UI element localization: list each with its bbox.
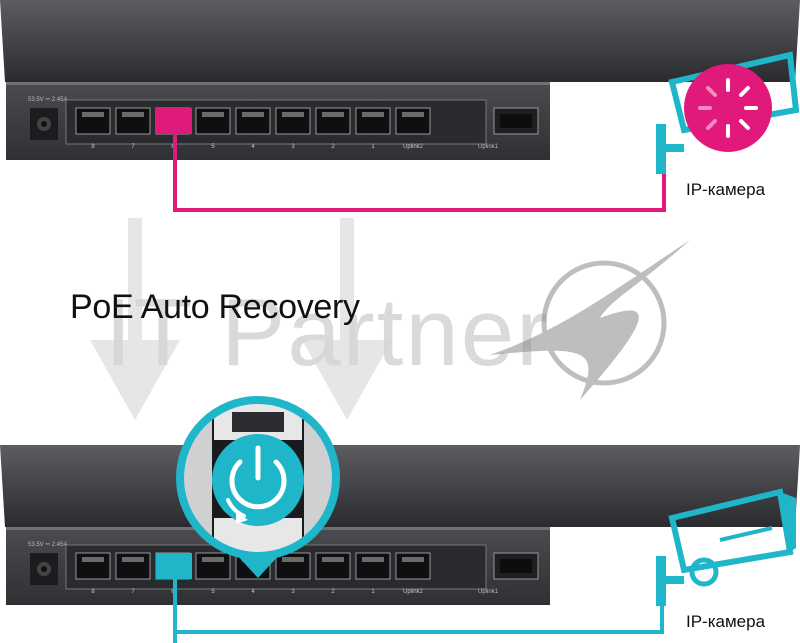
bottom-ports-port-label: Uplink2	[403, 589, 424, 595]
top-switch-lid	[0, 0, 800, 82]
top-power-label: 53.5V ⎓ 2.45A	[28, 97, 67, 103]
top-ports-port-pins	[82, 112, 104, 117]
bottom-ports-port-pins	[202, 557, 224, 562]
top-ports-port-label: 8	[91, 144, 95, 150]
bottom-ports-port-pins	[402, 557, 424, 562]
watermark-arrows	[90, 218, 392, 420]
watermark-logo	[490, 240, 690, 400]
top-camera-mount	[656, 124, 666, 174]
bottom-ports-rj45-port	[115, 552, 151, 580]
top-ports-rj45-port	[235, 107, 271, 135]
bottom-ports-port-label: 5	[211, 589, 215, 595]
bottom-ports-rj45-port	[355, 552, 391, 580]
top-ports-rj45-port	[195, 107, 231, 135]
top-ports-port-pins	[242, 112, 264, 117]
bottom-ports-rj45-port	[275, 552, 311, 580]
top-ports-port-pins	[282, 112, 304, 117]
bottom-ports-port-pins	[82, 557, 104, 562]
bottom-camera-label: IP-камера	[686, 612, 766, 631]
port-magnifier	[176, 396, 340, 578]
bottom-ports-port-label: 8	[91, 589, 95, 595]
top-uplink1-label: Uplink1	[478, 144, 499, 150]
bottom-ports-port-label: 2	[331, 589, 335, 595]
top-ports-port-pins	[122, 112, 144, 117]
bottom-ports-port-pins	[282, 557, 304, 562]
bottom-ports-rj45-port	[395, 552, 431, 580]
top-failed-port	[156, 108, 192, 134]
bottom-camera	[656, 488, 796, 606]
bottom-ports-port-label: 1	[371, 589, 375, 595]
top-ports-rj45-port	[115, 107, 151, 135]
bottom-ports-port-pins	[122, 557, 144, 562]
top-ports-port-pins	[322, 112, 344, 117]
loading-spinner-icon	[684, 64, 772, 152]
top-ports-port-label: 2	[331, 144, 335, 150]
security-camera-icon	[668, 51, 800, 134]
top-ports-rj45-port	[395, 107, 431, 135]
bottom-ports-port-pins	[362, 557, 384, 562]
bottom-recovered-port	[156, 553, 192, 579]
top-ports-port-pins	[202, 112, 224, 117]
bottom-ports-port-label: 3	[291, 589, 295, 595]
top-ports-rj45-port	[75, 107, 111, 135]
bottom-power-label: 53.5V ⎓ 2.45A	[28, 542, 67, 548]
top-ports-rj45-port	[315, 107, 351, 135]
bottom-cable-run	[175, 600, 664, 634]
bottom-uplink1-label: Uplink1	[478, 589, 499, 595]
bottom-ports-port-label: 7	[131, 589, 135, 595]
diagram-title: PoE Auto Recovery	[70, 288, 360, 326]
bottom-ports-port-pins	[322, 557, 344, 562]
top-cable	[173, 134, 666, 212]
security-camera-icon	[668, 488, 796, 587]
top-ports-port-label: 7	[131, 144, 135, 150]
bottom-ports-port-label: 4	[251, 589, 255, 595]
top-camera-label: IP-камера	[686, 180, 766, 199]
top-ports-port-pins	[362, 112, 384, 117]
top-ports-rj45-port	[355, 107, 391, 135]
bottom-ports-rj45-port	[195, 552, 231, 580]
top-ports-port-label: 1	[371, 144, 375, 150]
bottom-ports-rj45-port	[75, 552, 111, 580]
top-ports-port-pins	[402, 112, 424, 117]
top-ports-rj45-port	[275, 107, 311, 135]
top-ports-port-label: 3	[291, 144, 295, 150]
top-ports-port-label: 5	[211, 144, 215, 150]
bottom-ports-rj45-port	[315, 552, 351, 580]
top-camera	[656, 51, 800, 174]
top-ports-port-label: 4	[251, 144, 255, 150]
top-ports-port-label: Uplink2	[403, 144, 424, 150]
